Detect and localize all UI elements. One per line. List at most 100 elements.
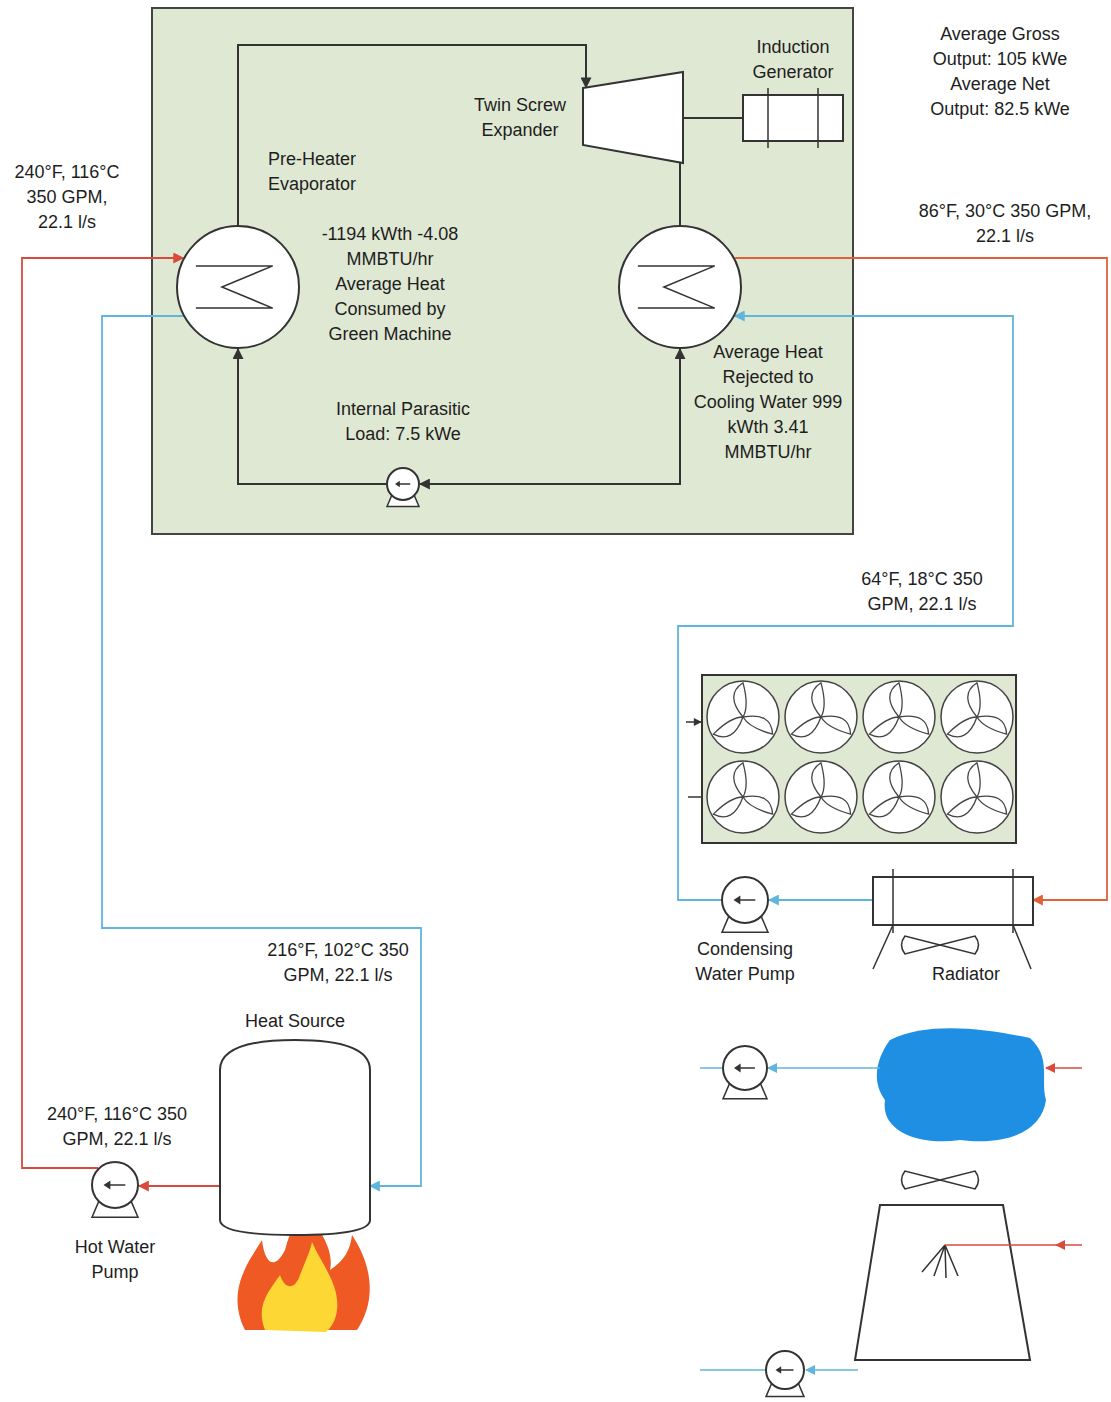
fan-blade <box>791 717 821 737</box>
water-line <box>769 899 873 901</box>
expander-symbol: Twin Screw Expander <box>583 72 683 164</box>
fan-blade <box>734 683 746 717</box>
node-text: Condensing Water Pump <box>680 937 810 987</box>
fan-blade <box>821 796 851 814</box>
pump-arrow <box>398 483 410 485</box>
shape-outline <box>873 877 1033 925</box>
fan-bank <box>702 675 1016 843</box>
pump-symbol: Hot Water Pump <box>91 1161 139 1219</box>
pump-arrow <box>738 1067 755 1069</box>
alternative-pumps <box>723 1046 804 1397</box>
working-fluid-line <box>679 162 681 225</box>
flame-core <box>262 1242 338 1332</box>
pump-arrow <box>108 1184 125 1186</box>
pump-arrow-head <box>734 895 741 904</box>
fan-ring <box>707 761 779 833</box>
exchanger-coil <box>638 266 715 308</box>
cool-water-line <box>768 1067 880 1069</box>
node-text: Radiator <box>906 962 1026 987</box>
machine-panel <box>152 8 853 534</box>
fan-ring <box>785 681 857 753</box>
stream-label: 240°F, 116°C 350 GPM, 22.1 l/s <box>32 1102 202 1152</box>
tower-spray <box>922 1245 958 1278</box>
output-note: Average Gross Output: 105 kWe Average Ne… <box>920 22 1080 122</box>
fan-blade <box>869 717 899 737</box>
cool-water-line <box>700 1067 723 1069</box>
generator-body <box>743 95 843 141</box>
pump-casing <box>92 1162 138 1208</box>
pump-casing <box>766 1351 804 1389</box>
node-text: Internal Parasitic Load: 7.5 kWe <box>313 397 493 447</box>
node-text: -1194 kWth -4.08 MMBTU/hr Average Heat C… <box>320 222 460 347</box>
pump-symbol: Internal Parasitic Load: 7.5 kWe <box>386 467 420 511</box>
exchanger-shell <box>619 226 741 348</box>
shape-outline <box>386 467 420 511</box>
fan-ring <box>785 761 857 833</box>
shape-outline <box>721 876 769 934</box>
fan-blade <box>791 797 821 817</box>
fan-blade <box>743 796 773 814</box>
fan-ring <box>707 681 779 753</box>
pump-casing <box>722 877 768 923</box>
stream-label: 240°F, 116°C 350 GPM, 22.1 l/s <box>8 160 126 235</box>
radiator-header <box>892 869 894 933</box>
air-line <box>688 796 701 798</box>
node-text: Induction Generator <box>738 35 848 85</box>
fan-ring <box>941 761 1013 833</box>
fan-blade <box>812 763 824 797</box>
pump-arrow-head <box>776 1366 782 1374</box>
water-line <box>139 1185 220 1187</box>
fan-blade <box>899 796 929 814</box>
pump-arrow-head <box>104 1180 111 1189</box>
exchanger-shell <box>177 226 299 348</box>
water-line <box>678 316 1013 900</box>
fan-blade <box>812 683 824 717</box>
fan-blade <box>977 796 1007 814</box>
pump-arrow <box>738 899 755 901</box>
shape-outline <box>220 1040 370 1235</box>
fan-blade <box>947 717 977 737</box>
pump-casing <box>723 1046 767 1090</box>
heat-exchanger: Pre-Heater Evaporator-1194 kWth -4.08 MM… <box>176 225 300 349</box>
warm-water-line <box>1046 1067 1082 1069</box>
fan-blade <box>947 797 977 817</box>
pump-arrow <box>779 1369 793 1371</box>
warm-water-line <box>945 1244 1056 1246</box>
generator-band <box>817 88 819 148</box>
fan-ring <box>863 761 935 833</box>
expander-body <box>583 72 683 163</box>
cooling-tower <box>855 1205 1030 1360</box>
node-text: Hot Water Pump <box>55 1235 175 1285</box>
tower-fan <box>902 1171 979 1189</box>
fan-ring <box>863 681 935 753</box>
fan-ring <box>941 681 1013 753</box>
radiator-core <box>873 877 1033 925</box>
fan-blade <box>713 797 743 817</box>
heater-vessel: Heat Source <box>220 1040 370 1235</box>
pump-casing <box>387 468 419 500</box>
generator-box: Induction Generator <box>743 95 843 141</box>
node-text: Average Heat Rejected to Cooling Water 9… <box>693 340 843 465</box>
stream-label: 64°F, 18°C 350 GPM, 22.1 l/s <box>840 567 1005 617</box>
working-fluid-line <box>683 117 743 119</box>
radiator-header <box>1012 869 1014 933</box>
pump-symbol: Condensing Water Pump <box>721 876 769 934</box>
vessel-body <box>220 1040 370 1235</box>
fan-blade <box>734 763 746 797</box>
fan-blade <box>743 716 773 734</box>
fan-blade <box>890 763 902 797</box>
fan-blade <box>821 716 851 734</box>
shape-outline <box>91 1161 139 1219</box>
shape-outline <box>618 225 742 349</box>
stream-label: 86°F, 30°C 350 GPM, 22.1 l/s <box>918 199 1093 249</box>
generator-band <box>767 88 769 148</box>
connectors <box>22 45 1107 1186</box>
fan-blade <box>968 763 980 797</box>
node-text: Twin Screw Expander <box>460 93 580 143</box>
air-arrow <box>686 721 701 723</box>
cool-water-line <box>700 1369 766 1371</box>
radiator-fan <box>902 936 979 954</box>
fan-blade <box>968 683 980 717</box>
